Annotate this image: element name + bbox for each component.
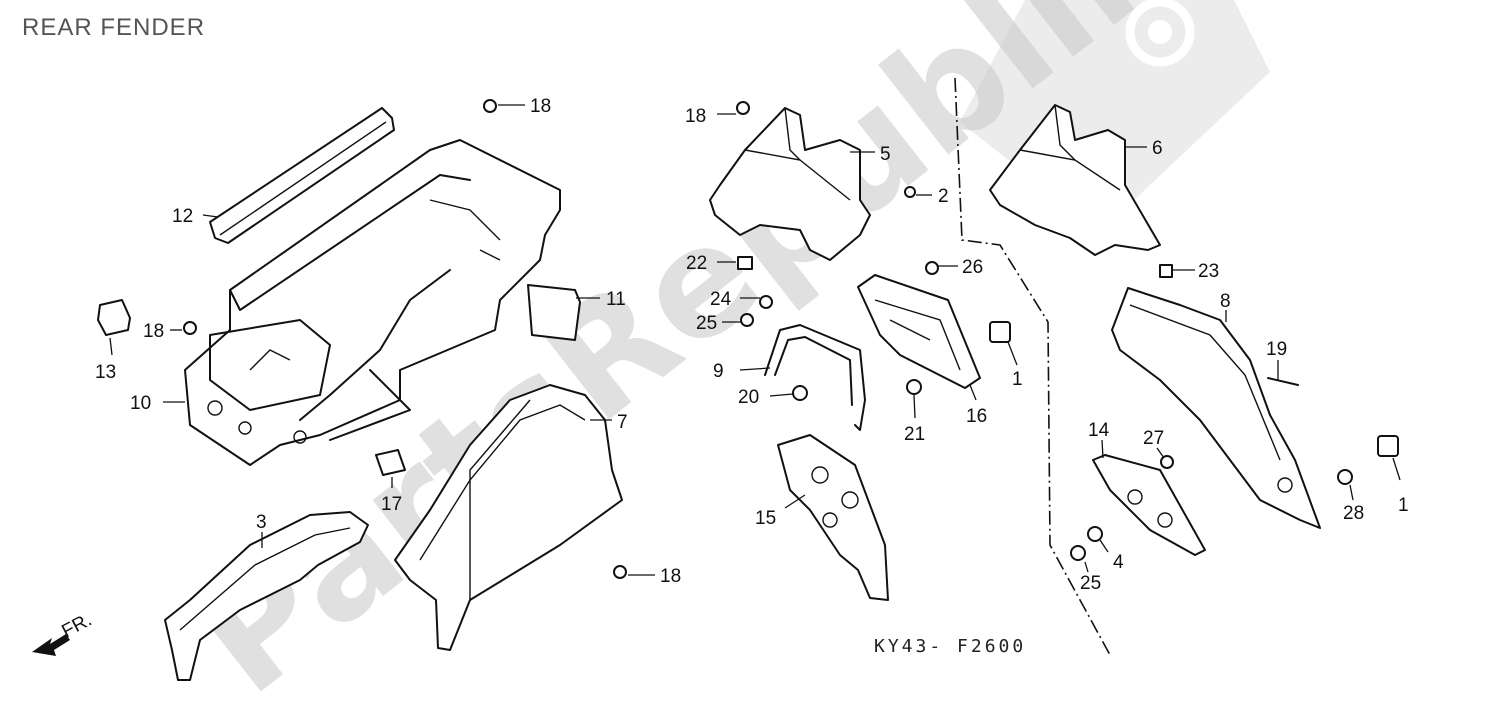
- reflector-1b: [1377, 435, 1399, 457]
- callout-13: 13: [95, 362, 116, 383]
- fasteners: [183, 99, 1399, 579]
- front-direction-arrow: FR.: [32, 610, 95, 656]
- callout-17: 17: [381, 494, 402, 515]
- callout-3: 3: [256, 512, 267, 533]
- mudguard-7: [394, 384, 623, 651]
- callout-6: 6: [1152, 138, 1163, 159]
- nut-4: [1087, 526, 1103, 542]
- nut-21: [906, 379, 922, 395]
- callout-25b: 25: [1080, 573, 1101, 594]
- clip-13: [97, 299, 131, 336]
- callout-23: 23: [1198, 261, 1219, 282]
- stay-9: [764, 324, 866, 431]
- callout-25a: 25: [696, 313, 717, 334]
- callout-1a: 1: [1012, 369, 1023, 390]
- callout-26: 26: [962, 257, 983, 278]
- bolt-27: [1160, 455, 1174, 469]
- bolt-18b: [183, 321, 197, 335]
- callouts: 18 12 18 13 10 11 17 3 7 18 18 5 2 6 22 …: [95, 96, 1409, 594]
- license-plate-15: [777, 434, 889, 601]
- callout-10: 10: [130, 393, 151, 414]
- collar-28: [1337, 469, 1353, 485]
- callout-18b: 18: [143, 321, 164, 342]
- callout-22: 22: [686, 253, 707, 274]
- callout-20: 20: [738, 387, 759, 408]
- callout-28: 28: [1343, 503, 1364, 524]
- arrow-icon: [32, 634, 70, 656]
- nut-26: [925, 261, 939, 275]
- callout-14: 14: [1088, 420, 1110, 441]
- callout-18d: 18: [660, 566, 681, 587]
- bolt-19: [1267, 377, 1299, 386]
- bolt-2: [904, 186, 916, 198]
- callout-27: 27: [1143, 428, 1164, 449]
- bracket-6: [989, 104, 1161, 256]
- label-17: [375, 449, 406, 476]
- rear-fender-body: [184, 139, 561, 466]
- callout-16: 16: [966, 406, 987, 427]
- page-title: REAR FENDER: [22, 14, 206, 41]
- nut-25a: [740, 313, 754, 327]
- plate-14: [1092, 454, 1206, 556]
- bolt-18c: [736, 101, 750, 115]
- callout-5: 5: [880, 144, 891, 165]
- grommet-20: [792, 385, 808, 401]
- separator-line: [954, 77, 1111, 656]
- bolt-18a: [483, 99, 497, 113]
- clip-23: [1159, 264, 1173, 278]
- callout-18a: 18: [530, 96, 551, 117]
- leader-lines: [109, 104, 1401, 576]
- callout-18c: 18: [685, 106, 706, 127]
- callout-12: 12: [172, 206, 193, 227]
- callout-1b: 1: [1398, 495, 1409, 516]
- callout-24: 24: [710, 289, 732, 310]
- callout-8: 8: [1220, 291, 1231, 312]
- reflector-1a: [989, 321, 1011, 343]
- callout-15: 15: [755, 508, 776, 529]
- cover-11: [527, 284, 581, 341]
- plate-16: [857, 274, 981, 389]
- nut-24: [759, 295, 773, 309]
- callout-21: 21: [904, 424, 925, 445]
- top-cover-plate: [209, 107, 395, 244]
- callout-2: 2: [938, 186, 949, 207]
- nut-25b: [1070, 545, 1086, 561]
- callout-11: 11: [606, 289, 626, 310]
- bracket-5: [709, 107, 871, 261]
- callout-4: 4: [1113, 552, 1124, 573]
- callout-7: 7: [617, 412, 628, 433]
- drawing-code: KY43- F2600: [874, 636, 1027, 657]
- callout-19: 19: [1266, 339, 1287, 360]
- side-cover-3: [164, 511, 369, 681]
- callout-9: 9: [713, 361, 724, 382]
- bolt-18d: [613, 565, 627, 579]
- nut-22: [737, 256, 753, 270]
- rear-fender-lower-8: [1111, 287, 1321, 529]
